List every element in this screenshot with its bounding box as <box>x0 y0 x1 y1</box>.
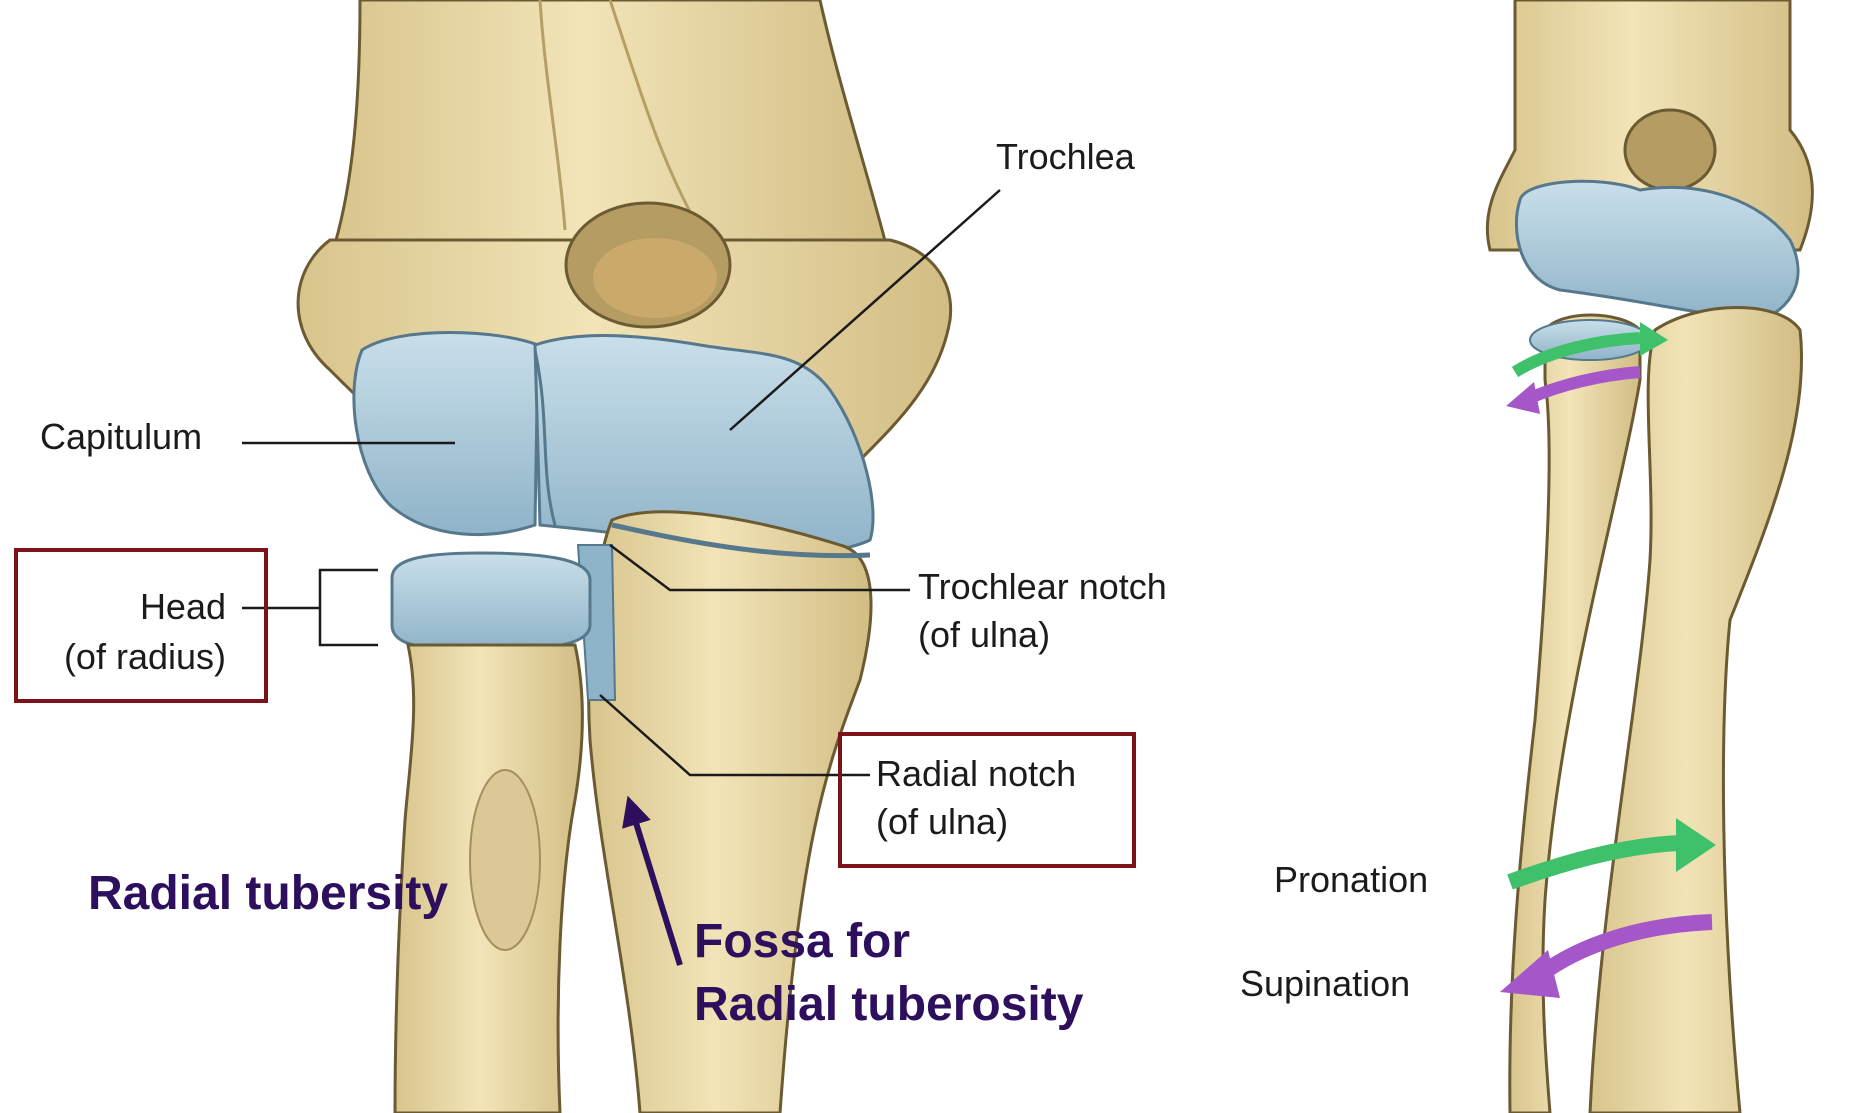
radial-tubersity-label: Radial tubersity <box>88 864 448 924</box>
capitulum-label: Capitulum <box>40 415 202 459</box>
radial-notch-label-line1: Radial notch <box>876 752 1076 796</box>
head-label-line2: (of radius) <box>30 635 226 679</box>
capitulum <box>354 333 538 535</box>
pronation-label: Pronation <box>1274 858 1428 902</box>
trochlear-notch-label-line1: Trochlear notch <box>918 565 1167 609</box>
radial-notch-label-line2: (of ulna) <box>876 800 1008 844</box>
supination-label: Supination <box>1240 962 1410 1006</box>
radius-head <box>392 553 590 650</box>
head-bracket <box>320 570 378 645</box>
fossa-label-line2: Radial tuberosity <box>694 975 1083 1035</box>
fossa-label-line1: Fossa for <box>694 912 910 972</box>
trochlear-notch-label-line2: (of ulna) <box>918 613 1050 657</box>
head-label-line1: Head <box>40 585 226 629</box>
trochlea-label: Trochlea <box>996 135 1135 179</box>
